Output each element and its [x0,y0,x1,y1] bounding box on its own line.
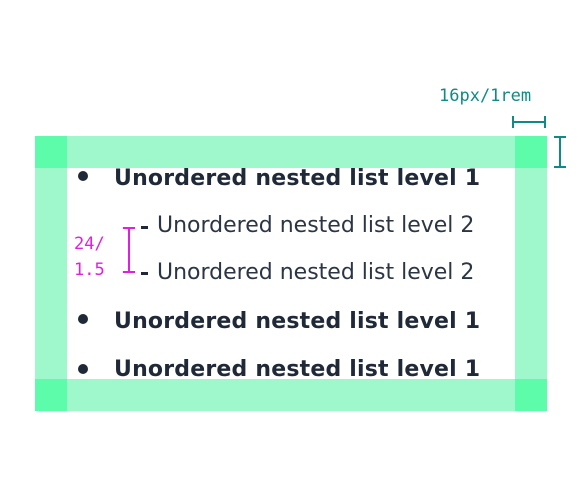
vertical-spacing-marker [554,136,566,168]
dash-icon [141,226,148,229]
top-left-corner [35,136,67,168]
list-item-level-1: Unordered nested list level 1 [114,166,481,191]
spacing-annotation-label: 16px/1rem [439,86,532,106]
dash-icon [141,272,148,275]
top-padding-band [35,136,547,168]
bullet-icon [78,314,88,324]
list-item-level-1: Unordered nested list level 1 [114,309,481,334]
left-padding-band [35,168,67,379]
line-height-bracket [123,227,135,273]
bullet-icon [78,171,88,181]
bullet-icon [78,364,88,374]
list-item-level-2: Unordered nested list level 2 [157,213,475,238]
line-height-annotation-label: 24/ 1.5 [74,231,105,283]
bottom-right-corner [515,379,547,411]
bottom-padding-band [35,379,547,411]
bottom-left-corner [35,379,67,411]
line-height-ratio: 1.5 [74,260,105,280]
line-height-value: 24/ [74,234,105,254]
list-item-level-1: Unordered nested list level 1 [114,357,481,382]
right-padding-band [515,168,547,379]
list-item-level-2: Unordered nested list level 2 [157,260,475,285]
top-right-corner [515,136,547,168]
horizontal-spacing-marker [512,116,546,128]
